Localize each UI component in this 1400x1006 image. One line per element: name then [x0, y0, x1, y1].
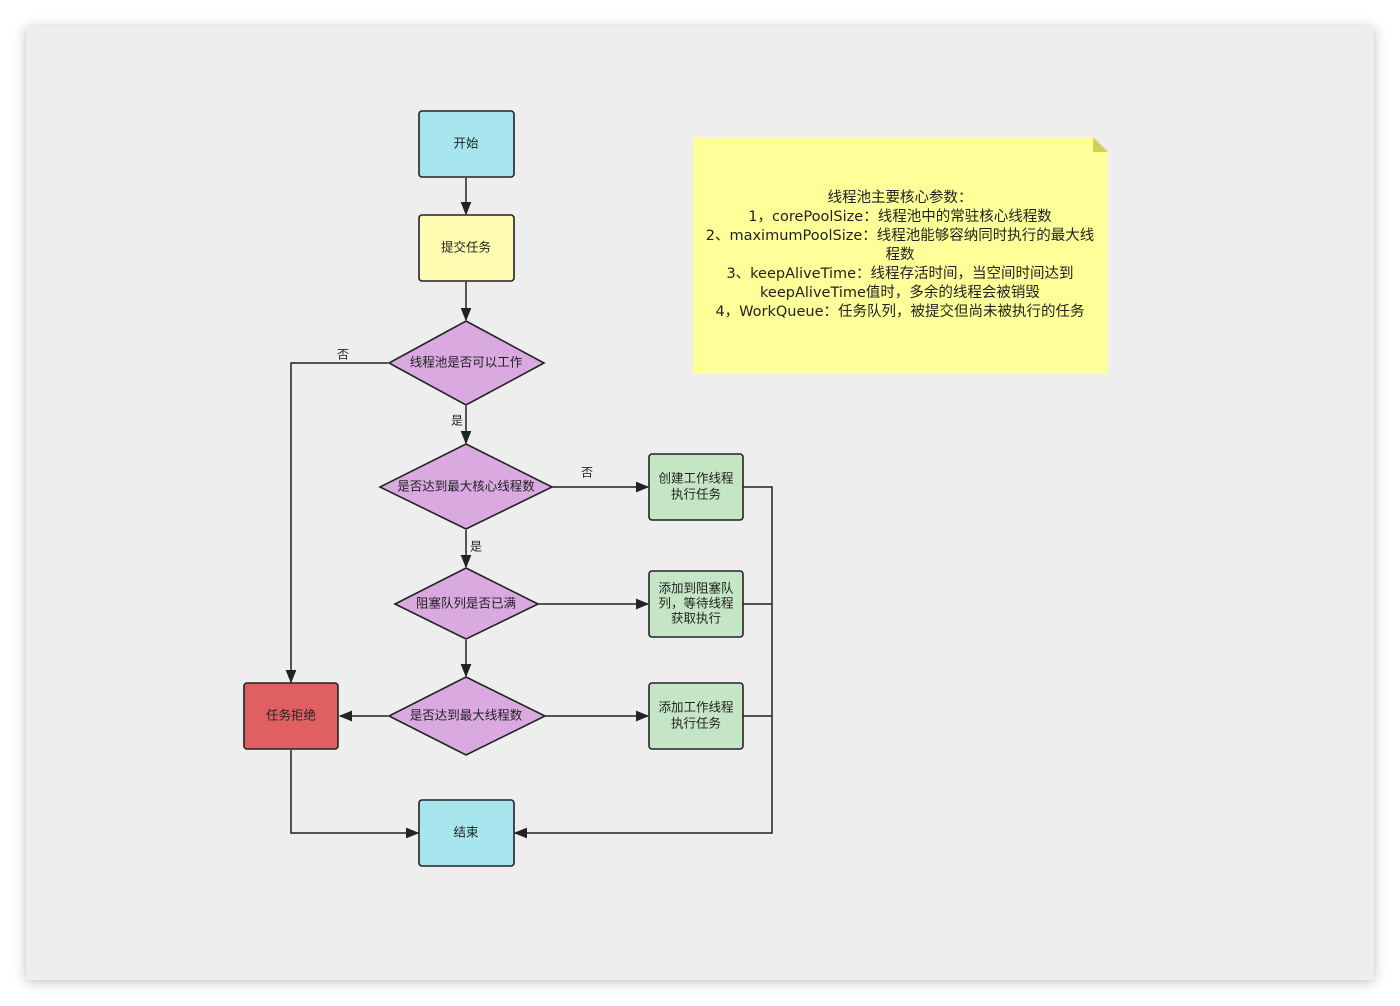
- label-pool-yes: 是: [451, 414, 463, 428]
- label-pool-no: 否: [337, 348, 349, 362]
- node-add-to-queue-line2: 列，等待线程: [658, 596, 734, 611]
- node-end[interactable]: 结束: [418, 799, 515, 867]
- note-line-2: 1，corePoolSize：线程池中的常驻核心线程数: [748, 208, 1052, 225]
- node-submit-task-label: 提交任务: [441, 240, 491, 255]
- decision-queue-full[interactable]: 阻塞队列是否已满: [393, 567, 540, 640]
- node-create-worker[interactable]: 创建工作线程 执行任务: [648, 453, 744, 521]
- node-add-to-queue-line1: 添加到阻塞队: [658, 581, 734, 596]
- note-line-1: 线程池主要核心参数：: [828, 189, 973, 206]
- node-add-to-queue[interactable]: 添加到阻塞队 列，等待线程 获取执行: [648, 570, 744, 638]
- edge-right-bus: [513, 486, 773, 839]
- node-add-to-queue-line3: 获取执行: [671, 611, 721, 626]
- edge-pool-reject: [285, 362, 388, 684]
- note-line-4: 程数: [886, 246, 915, 263]
- edges: [285, 178, 773, 839]
- decision-core-reached[interactable]: 是否达到最大核心线程数: [378, 443, 554, 530]
- note-fold-icon: [1093, 137, 1108, 152]
- node-add-worker-line1: 添加工作线程: [658, 700, 734, 715]
- sticky-note[interactable]: 线程池主要核心参数： 1，corePoolSize：线程池中的常驻核心线程数 2…: [693, 137, 1108, 374]
- decision-pool-working[interactable]: 线程池是否可以工作: [387, 320, 546, 406]
- decision-max-reached[interactable]: 是否达到最大线程数: [387, 676, 547, 756]
- edge-reject-end: [290, 750, 420, 839]
- label-core-no: 否: [581, 466, 593, 480]
- node-create-worker-line2: 执行任务: [671, 487, 721, 502]
- decision-queue-full-label: 阻塞队列是否已满: [416, 596, 516, 611]
- decision-pool-working-label: 线程池是否可以工作: [410, 355, 523, 370]
- node-submit-task[interactable]: 提交任务: [418, 214, 515, 282]
- note-line-5: 3、keepAliveTime：线程存活时间，当空间时间达到: [726, 265, 1073, 282]
- node-start-label: 开始: [453, 136, 479, 151]
- node-start[interactable]: 开始: [418, 110, 515, 178]
- decision-max-reached-label: 是否达到最大线程数: [410, 708, 523, 723]
- node-create-worker-line1: 创建工作线程: [658, 471, 734, 486]
- note-line-3: 2、maximumPoolSize：线程池能够容纳同时执行的最大线: [706, 227, 1095, 244]
- decision-core-reached-label: 是否达到最大核心线程数: [397, 479, 535, 494]
- note-line-7: 4，WorkQueue：任务队列，被提交但尚未被执行的任务: [715, 302, 1084, 320]
- node-end-label: 结束: [453, 825, 479, 840]
- node-reject-label: 任务拒绝: [266, 708, 316, 723]
- label-core-yes: 是: [470, 540, 482, 554]
- node-reject[interactable]: 任务拒绝: [243, 682, 339, 750]
- note-line-6: keepAliveTime值时，多余的线程会被销毁: [760, 283, 1040, 301]
- node-add-worker-line2: 执行任务: [671, 716, 721, 731]
- node-add-worker[interactable]: 添加工作线程 执行任务: [648, 682, 744, 750]
